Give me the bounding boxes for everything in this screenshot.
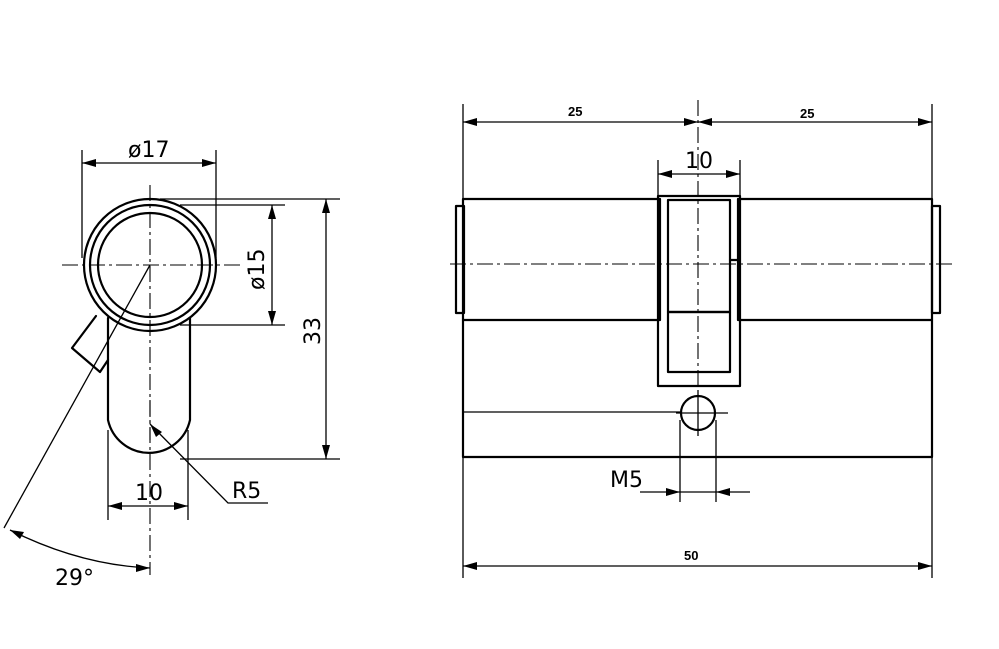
dim-dia15-label: ø15 <box>245 249 270 290</box>
angle-arrow-left <box>10 530 24 539</box>
len25-arrow-right <box>918 118 932 126</box>
cam10f-arrow-right <box>726 170 740 178</box>
r5-leader <box>149 423 268 504</box>
cam-inner <box>666 198 732 314</box>
front-view: 25 25 10 M5 50 <box>450 100 952 578</box>
dia17-arrow-right <box>202 159 216 167</box>
dim-right-25-label: 25 <box>800 106 814 121</box>
len50-arrow-left <box>463 562 477 570</box>
dia17-arrow-left <box>82 159 96 167</box>
angle-arrow-right <box>136 564 150 572</box>
len25-arrow-mid-right <box>698 118 712 126</box>
len50-arrow-right <box>918 562 932 570</box>
dim-m5-label: M5 <box>610 468 643 493</box>
cylinder-lower-body <box>461 318 934 459</box>
left-end-cap <box>454 204 466 315</box>
dim-angle-label: 29° <box>55 566 94 591</box>
dim-total-50-label: 50 <box>684 548 698 563</box>
cam10-arrow-right <box>174 502 188 510</box>
right-end-cap <box>930 204 942 315</box>
cylinder-left-body <box>461 197 662 322</box>
cam-body <box>106 316 192 454</box>
m5-arrow-right <box>716 488 730 496</box>
r5-arrow <box>150 424 162 437</box>
m5-arrow-left <box>666 488 680 496</box>
cylinder-right-body <box>736 197 934 322</box>
cam10-arrow-left <box>108 502 122 510</box>
cam-housing <box>656 194 742 388</box>
cam10f-arrow-left <box>658 170 672 178</box>
angle-ref-line <box>3 264 151 529</box>
dia15-arrow-bottom <box>268 311 276 325</box>
dim-dia17-label: ø17 <box>128 138 169 163</box>
side-view: ø17 ø15 33 10 R5 29° <box>3 138 340 591</box>
dim-front-cam10-label: 10 <box>685 149 713 174</box>
cam-tooth <box>70 314 110 374</box>
len25-arrow-mid-left <box>684 118 698 126</box>
dim-cam10-label: 10 <box>135 481 163 506</box>
angle-arc <box>9 529 151 569</box>
dia15-arrow-top <box>268 205 276 219</box>
h33-arrow-bottom <box>322 445 330 459</box>
h33-arrow-top <box>322 199 330 213</box>
dim-33-label: 33 <box>301 317 326 345</box>
dim-left-25-label: 25 <box>568 104 582 119</box>
len25-arrow-left <box>463 118 477 126</box>
cam-slot <box>666 310 732 374</box>
dim-r5-label: R5 <box>232 479 261 504</box>
